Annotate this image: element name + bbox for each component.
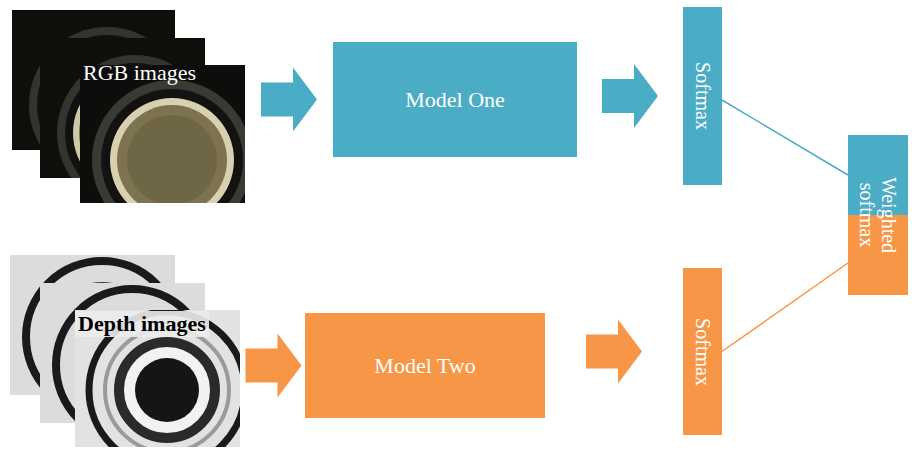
softmax-box: Softmax: [683, 7, 722, 185]
rotated-label: Softmax: [692, 318, 714, 386]
image-label: RGB images: [80, 60, 199, 86]
model-box: Model Two: [305, 313, 545, 418]
softmax-box: Softmax: [683, 268, 722, 435]
connector: [722, 100, 848, 175]
connector-line: [722, 100, 848, 175]
connector-line: [722, 263, 848, 352]
connector: [722, 263, 848, 352]
depth-image-stack: [10, 255, 242, 447]
rotated-label: Softmax: [692, 62, 714, 130]
block-arrow: [602, 64, 658, 128]
rgb-image-stack: [12, 10, 245, 203]
rotated-label: Weighted softmax: [856, 167, 900, 263]
box-label: Model Two: [305, 353, 545, 377]
fusion-box: Weighted softmax: [848, 135, 908, 295]
block-arrow: [261, 68, 317, 132]
image-label: Depth images: [75, 311, 209, 337]
model-box: Model One: [333, 42, 577, 157]
image-stack: Depth images: [10, 255, 242, 445]
block-arrow: [246, 334, 302, 398]
block-arrow: [586, 320, 642, 384]
box-label: Model One: [333, 87, 577, 111]
image-stack: RGB images: [12, 10, 245, 203]
